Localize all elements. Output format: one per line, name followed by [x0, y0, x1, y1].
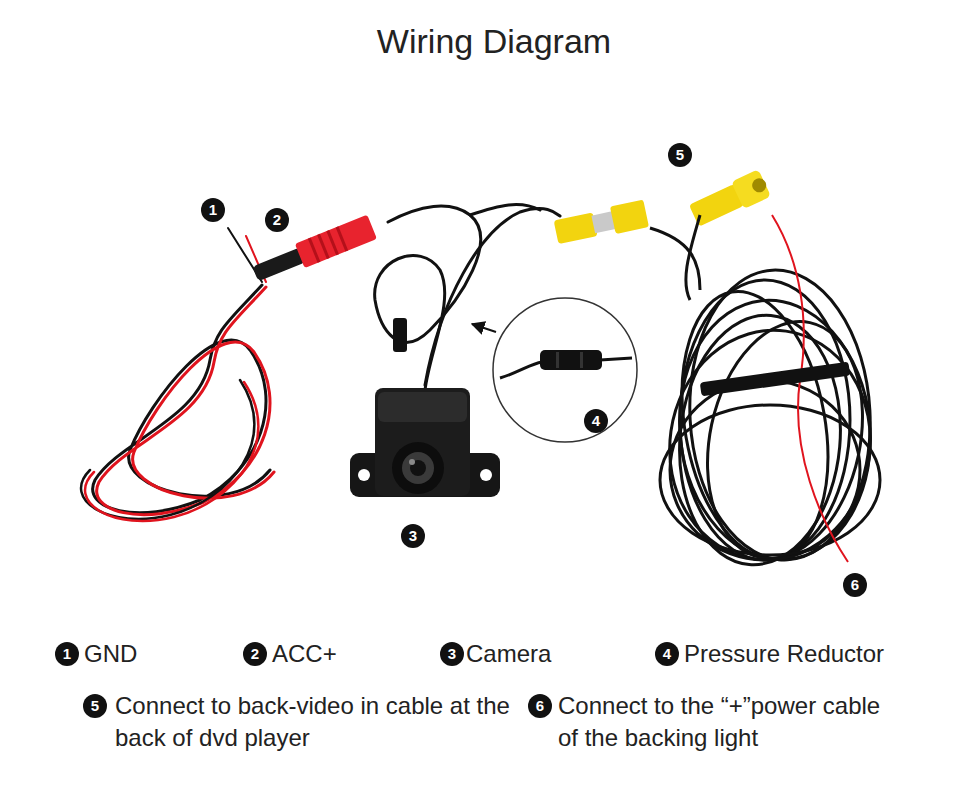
callout-number: 2	[243, 642, 267, 666]
rca-socket	[688, 169, 772, 230]
legend-text: Connect to back-video in cable at the ba…	[115, 690, 510, 754]
camera	[350, 388, 500, 497]
cable-tie	[700, 362, 850, 397]
callout-number: 4	[584, 409, 608, 433]
callout-number: 6	[843, 573, 867, 597]
callout-number: 6	[528, 694, 552, 718]
callout-number: 3	[440, 642, 464, 666]
legend-text: Pressure Reductor	[684, 638, 924, 670]
callout-number: 1	[55, 642, 79, 666]
extension-coil	[650, 215, 885, 573]
rca-plug	[553, 200, 649, 247]
diagram-title: Wiring Diagram	[4, 22, 980, 61]
ferrite	[393, 318, 407, 352]
callout-number: 2	[265, 208, 289, 232]
legend-text: GND	[84, 638, 204, 670]
callout-number: 3	[401, 524, 425, 548]
callout-number: 1	[201, 198, 225, 222]
callout-number: 5	[668, 143, 692, 167]
legend-text: Connect to the “+”power cable of the bac…	[558, 690, 888, 754]
trigger-wire	[772, 215, 848, 562]
power-lead	[81, 228, 274, 521]
callout-number: 4	[655, 642, 679, 666]
callout-number: 5	[83, 694, 107, 718]
legend-text: ACC+	[272, 638, 412, 670]
inset-magnifier	[472, 298, 637, 442]
legend-text: Camera	[466, 638, 636, 670]
